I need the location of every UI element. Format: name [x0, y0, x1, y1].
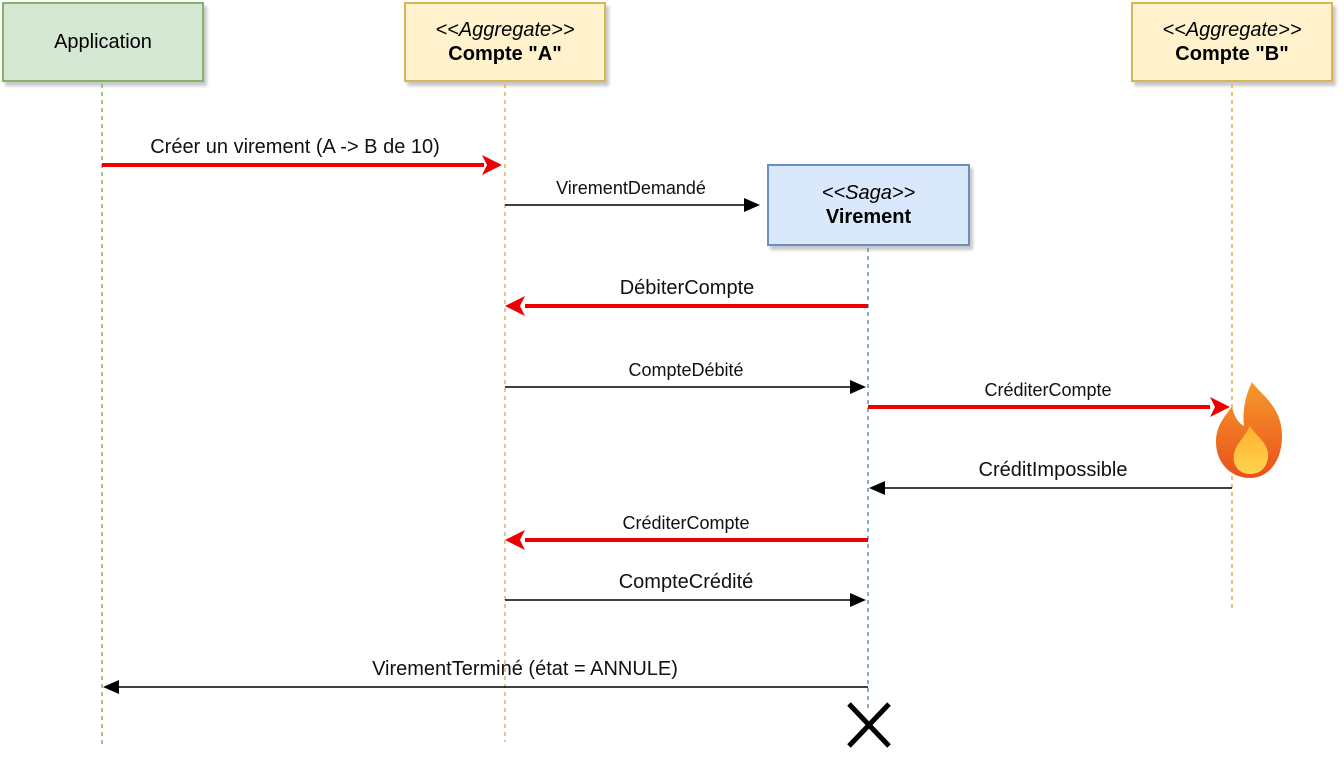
participant-stereotype: <<Aggregate>> — [1162, 19, 1302, 41]
message-arrow-9 — [103, 680, 868, 694]
participant-compte-b: <<Aggregate>> Compte "B" — [1131, 2, 1333, 82]
message-label: CréditerCompte — [984, 380, 1112, 400]
message-arrow-3 — [505, 296, 868, 316]
participant-compte-a: <<Aggregate>> Compte "A" — [404, 2, 606, 82]
participant-stereotype: <<Aggregate>> — [435, 19, 575, 41]
message-label: VirementDemandé — [556, 178, 706, 198]
participant-name: Virement — [825, 206, 912, 228]
participant-stereotype: <<Saga>> — [821, 182, 916, 204]
message-label: Créer un virement (A -> B de 10) — [150, 136, 440, 158]
message-label: CréditerCompte — [622, 513, 750, 533]
message-arrow-1 — [102, 155, 502, 175]
message-arrow-5 — [868, 397, 1230, 417]
fire-icon — [1216, 382, 1282, 478]
participant-application: Application — [2, 2, 204, 82]
message-label: CompteDébité — [628, 360, 744, 380]
message-arrow-8 — [505, 593, 866, 607]
message-arrow-7 — [505, 530, 868, 550]
message-arrow-2 — [505, 198, 760, 212]
participant-saga: <<Saga>> Virement — [767, 164, 970, 246]
message-arrow-6 — [869, 481, 1232, 495]
participant-name: Application — [54, 30, 152, 53]
message-label: DébiterCompte — [619, 277, 755, 299]
destroy-x-icon — [847, 702, 891, 748]
message-label: VirementTerminé (état = ANNULE) — [372, 658, 678, 680]
message-arrow-4 — [505, 380, 866, 394]
message-label: CompteCrédité — [618, 571, 754, 593]
message-label: CréditImpossible — [978, 459, 1128, 481]
participant-name: Compte "A" — [448, 43, 562, 65]
participant-name: Compte "B" — [1175, 43, 1289, 65]
